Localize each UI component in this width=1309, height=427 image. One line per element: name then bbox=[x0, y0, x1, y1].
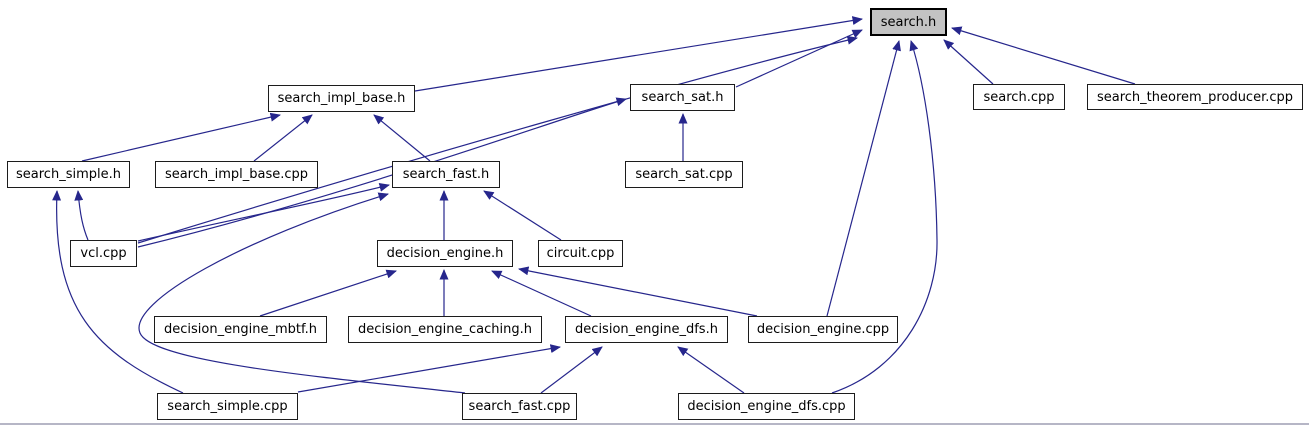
edge-vcl-cpp-to-search-simple-h bbox=[74, 190, 89, 241]
graph-node-label: search_simple.cpp bbox=[167, 399, 288, 414]
edge-search-sat-h-to-search-h bbox=[735, 29, 863, 88]
graph-node-label: search_theorem_producer.cpp bbox=[1096, 89, 1294, 105]
graph-node-decision-engine-mbtf-h[interactable]: decision_engine_mbtf.h bbox=[154, 316, 327, 343]
edge-search-simple-h-to-search-impl-base-h bbox=[81, 112, 281, 162]
graph-node-search-impl-base-h[interactable]: search_impl_base.h bbox=[268, 85, 415, 112]
graph-node-decision-engine-cpp[interactable]: decision_engine.cpp bbox=[748, 316, 898, 343]
edge-search-fast-h-to-search-impl-base-h bbox=[373, 114, 431, 162]
graph-node-search-theorem-producer-cpp[interactable]: search_theorem_producer.cpp bbox=[1087, 84, 1303, 110]
edge-search-simple-cpp-to-decision-engine-dfs-h bbox=[297, 344, 561, 393]
edge-search-theorem-producer-cpp-to-search-h bbox=[951, 26, 1136, 85]
graph-node-decision-engine-dfs-h[interactable]: decision_engine_dfs.h bbox=[565, 316, 728, 343]
edge-decision-engine-mbtf-h-to-decision-engine-h bbox=[259, 269, 397, 317]
graph-node-label: search_fast.h bbox=[402, 167, 490, 182]
graph-node-label: search_impl_base.h bbox=[277, 91, 406, 106]
graph-node-search-impl-base-cpp[interactable]: search_impl_base.cpp bbox=[155, 161, 318, 188]
graph-node-label: decision_engine.h bbox=[386, 246, 504, 261]
graph-node-search-h[interactable]: search.h bbox=[870, 8, 947, 36]
graph-node-search-simple-cpp[interactable]: search_simple.cpp bbox=[157, 393, 298, 420]
graph-node-label: circuit.cpp bbox=[546, 246, 615, 261]
graph-node-decision-engine-caching-h[interactable]: decision_engine_caching.h bbox=[348, 316, 542, 343]
graph-node-label: search_impl_base.cpp bbox=[164, 167, 309, 182]
edge-search-impl-base-h-to-search-h bbox=[414, 16, 863, 92]
graph-node-search-sat-cpp[interactable]: search_sat.cpp bbox=[625, 161, 743, 188]
graph-node-search-fast-h[interactable]: search_fast.h bbox=[392, 161, 500, 188]
edge-circuit-cpp-to-search-fast-h bbox=[483, 190, 562, 241]
edge-decision-engine-dfs-cpp-to-search-h bbox=[831, 40, 938, 394]
graph-node-label: decision_engine.cpp bbox=[756, 322, 890, 337]
graph-node-label: search.h bbox=[880, 14, 937, 30]
graph-node-label: search.cpp bbox=[983, 89, 1055, 105]
graph-node-label: decision_engine_caching.h bbox=[358, 322, 532, 337]
edge-vcl-cpp-to-search-h bbox=[137, 35, 858, 244]
edge-search-cpp-to-search-h bbox=[943, 39, 994, 85]
graph-node-label: decision_engine_dfs.cpp bbox=[687, 399, 846, 414]
edge-decision-engine-dfs-h-to-decision-engine-h bbox=[491, 270, 592, 317]
graph-node-label: search_sat.h bbox=[641, 90, 724, 105]
graph-node-circuit-cpp[interactable]: circuit.cpp bbox=[538, 240, 623, 267]
bottom-divider bbox=[0, 423, 1309, 425]
graph-node-label: search_simple.h bbox=[16, 167, 121, 182]
graph-node-search-fast-cpp[interactable]: search_fast.cpp bbox=[462, 393, 577, 420]
edge-search-simple-cpp-to-search-simple-h bbox=[52, 190, 184, 394]
graph-node-label: search_fast.cpp bbox=[468, 399, 571, 414]
graph-node-vcl-cpp[interactable]: vcl.cpp bbox=[70, 240, 137, 267]
graph-node-label: search_sat.cpp bbox=[635, 167, 733, 182]
edge-search-fast-cpp-to-decision-engine-dfs-h bbox=[540, 346, 603, 394]
edge-decision-engine-cpp-to-search-h bbox=[826, 40, 901, 317]
graph-node-search-cpp[interactable]: search.cpp bbox=[973, 84, 1065, 110]
graph-node-label: decision_engine_dfs.h bbox=[575, 322, 718, 337]
graph-node-label: vcl.cpp bbox=[80, 246, 127, 261]
edge-vcl-cpp-to-search-fast-h bbox=[137, 182, 390, 242]
graph-node-label: decision_engine_mbtf.h bbox=[164, 322, 317, 337]
graph-node-decision-engine-dfs-cpp[interactable]: decision_engine_dfs.cpp bbox=[678, 393, 855, 420]
graph-node-decision-engine-h[interactable]: decision_engine.h bbox=[377, 240, 513, 267]
edge-search-impl-base-cpp-to-search-impl-base-h bbox=[253, 114, 313, 162]
graph-node-search-simple-h[interactable]: search_simple.h bbox=[7, 161, 130, 188]
graph-node-search-sat-h[interactable]: search_sat.h bbox=[630, 84, 735, 111]
edge-decision-engine-cpp-to-decision-engine-h bbox=[518, 266, 758, 317]
edge-search-fast-cpp-to-search-fast-h bbox=[138, 192, 466, 394]
edge-decision-engine-dfs-cpp-to-decision-engine-dfs-h bbox=[677, 346, 745, 394]
